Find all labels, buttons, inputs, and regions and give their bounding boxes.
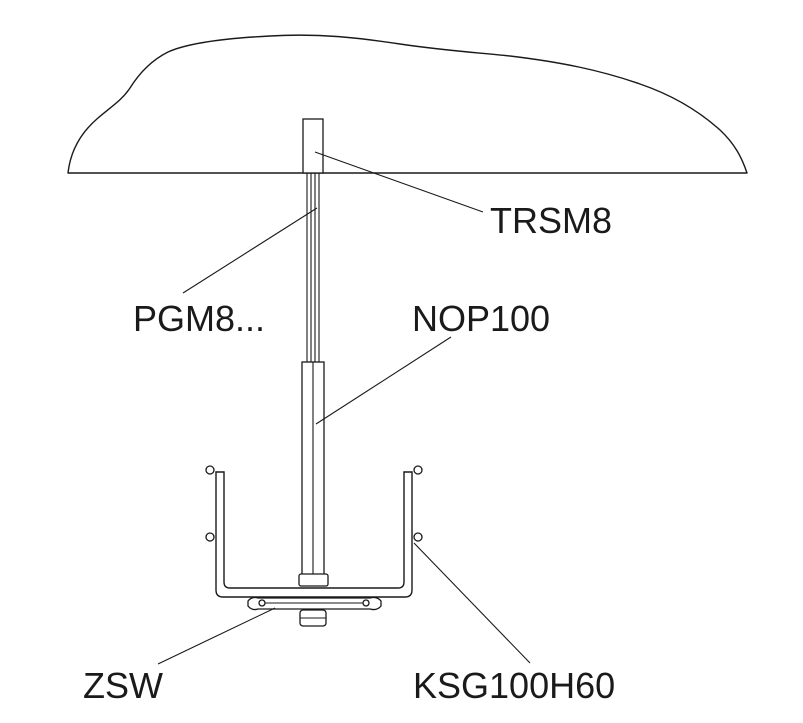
label-pgm8: PGM8...: [133, 298, 265, 339]
label-zsw: ZSW: [83, 665, 163, 706]
leader-zsw: [157, 607, 276, 665]
ceiling-anchor-trsm8: [302, 118, 324, 174]
label-trsm8: TRSM8: [490, 200, 612, 241]
label-ksg100h60: KSG100H60: [413, 665, 615, 706]
leader-trsm8: [314, 151, 484, 213]
label-nop100: NOP100: [412, 298, 550, 339]
upper-nut: [298, 573, 329, 587]
clamp-plate-zsw: [247, 596, 382, 611]
ceiling-slab: [67, 34, 748, 174]
leader-pgm8: [182, 207, 318, 294]
wire-tray-ksg100h60: [205, 465, 423, 598]
leader-ksg100h60: [413, 542, 531, 664]
leader-nop100: [315, 336, 452, 425]
